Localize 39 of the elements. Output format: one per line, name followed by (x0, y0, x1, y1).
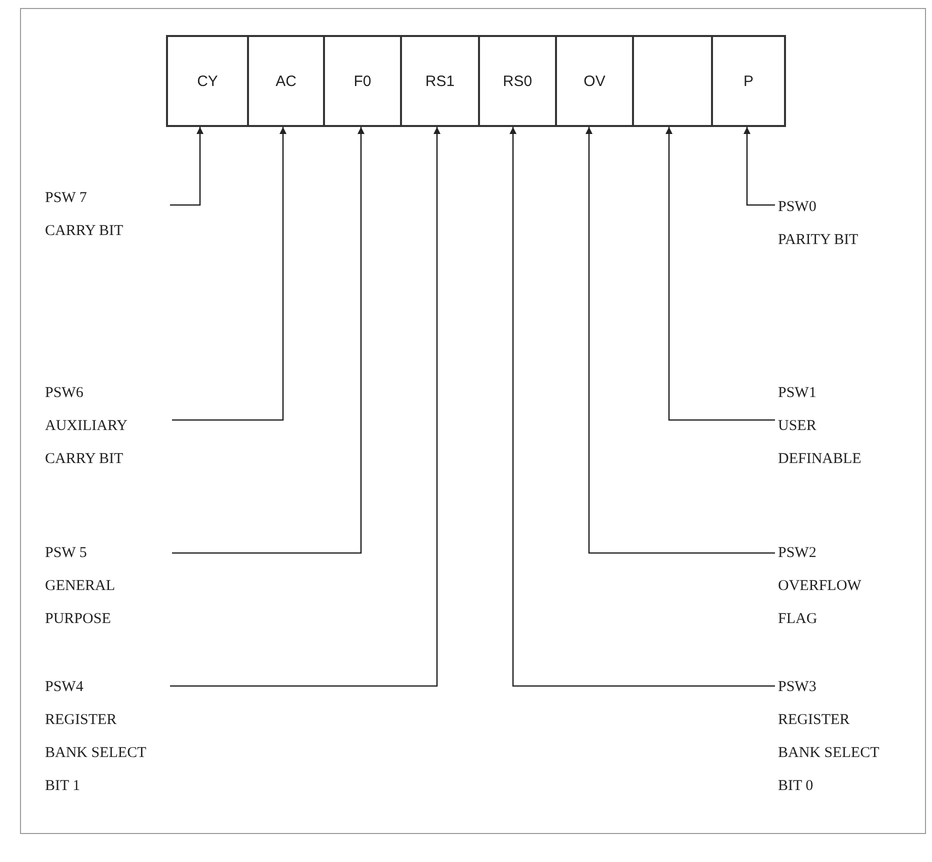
bit-description: USER DEFINABLE (778, 417, 862, 469)
bit-label: OV (584, 72, 606, 90)
leader-arrow (510, 127, 775, 687)
register-bit-cell (711, 35, 786, 127)
leader-arrow (744, 127, 775, 206)
bit-name: PSW 5 (45, 544, 88, 563)
bit-label: CY (197, 72, 218, 90)
register-bit-cell (632, 35, 713, 127)
bit-name: PSW0 (778, 198, 818, 217)
bit-description: REGISTER BANK SELECT BIT 1 (45, 711, 147, 796)
bit-label: RS1 (425, 72, 455, 90)
leader-arrow (172, 127, 286, 421)
bit-name: PSW6 (45, 384, 84, 403)
bit-label: RS0 (502, 72, 532, 90)
register-bit-cell (555, 35, 634, 127)
bit-description: OVERFLOW FLAG (778, 577, 862, 629)
bit-description: AUXILIARY CARRY BIT (45, 417, 128, 469)
bit-label: P (743, 72, 754, 90)
leader-arrow (172, 127, 364, 554)
register-bit-cell (166, 35, 249, 127)
register-bit-cell (478, 35, 557, 127)
bit-description: GENERAL PURPOSE (45, 577, 116, 629)
bit-name: PSW2 (778, 544, 818, 563)
register-bit-cell (247, 35, 325, 127)
leader-arrow (666, 127, 775, 421)
bit-name: PSW1 (778, 384, 818, 403)
register-bit-cell (323, 35, 402, 127)
leader-arrow (170, 127, 440, 687)
leader-arrow (586, 127, 775, 554)
bit-name: PSW3 (778, 678, 818, 697)
bit-description: CARRY BIT (45, 222, 124, 241)
bit-description: REGISTER BANK SELECT BIT 0 (778, 711, 880, 796)
leader-arrow (170, 127, 204, 206)
bit-name: PSW 7 (45, 189, 88, 208)
bit-label: AC (276, 72, 296, 90)
register-bit-cell (400, 35, 480, 127)
bit-description: PARITY BIT (778, 231, 860, 250)
bit-name: PSW4 (45, 678, 84, 697)
bit-label: F0 (354, 72, 372, 90)
